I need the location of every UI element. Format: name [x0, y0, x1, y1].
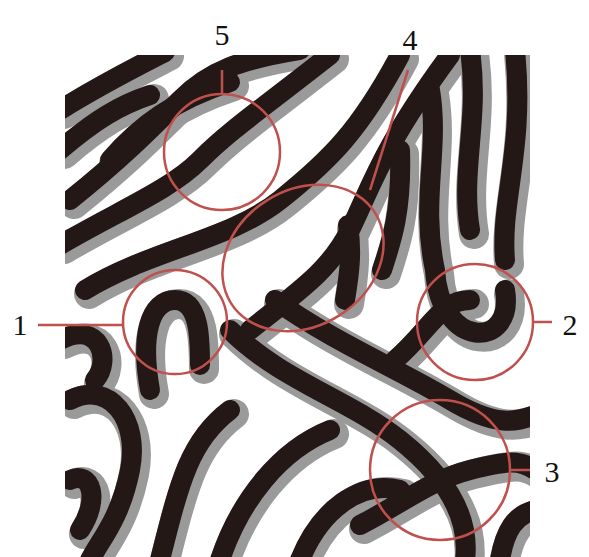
callout-number: 1	[13, 310, 28, 340]
callout-number: 3	[545, 457, 560, 487]
callout-number: 2	[563, 310, 578, 340]
callout-number: 5	[215, 20, 230, 50]
callout-number: 4	[403, 25, 418, 55]
